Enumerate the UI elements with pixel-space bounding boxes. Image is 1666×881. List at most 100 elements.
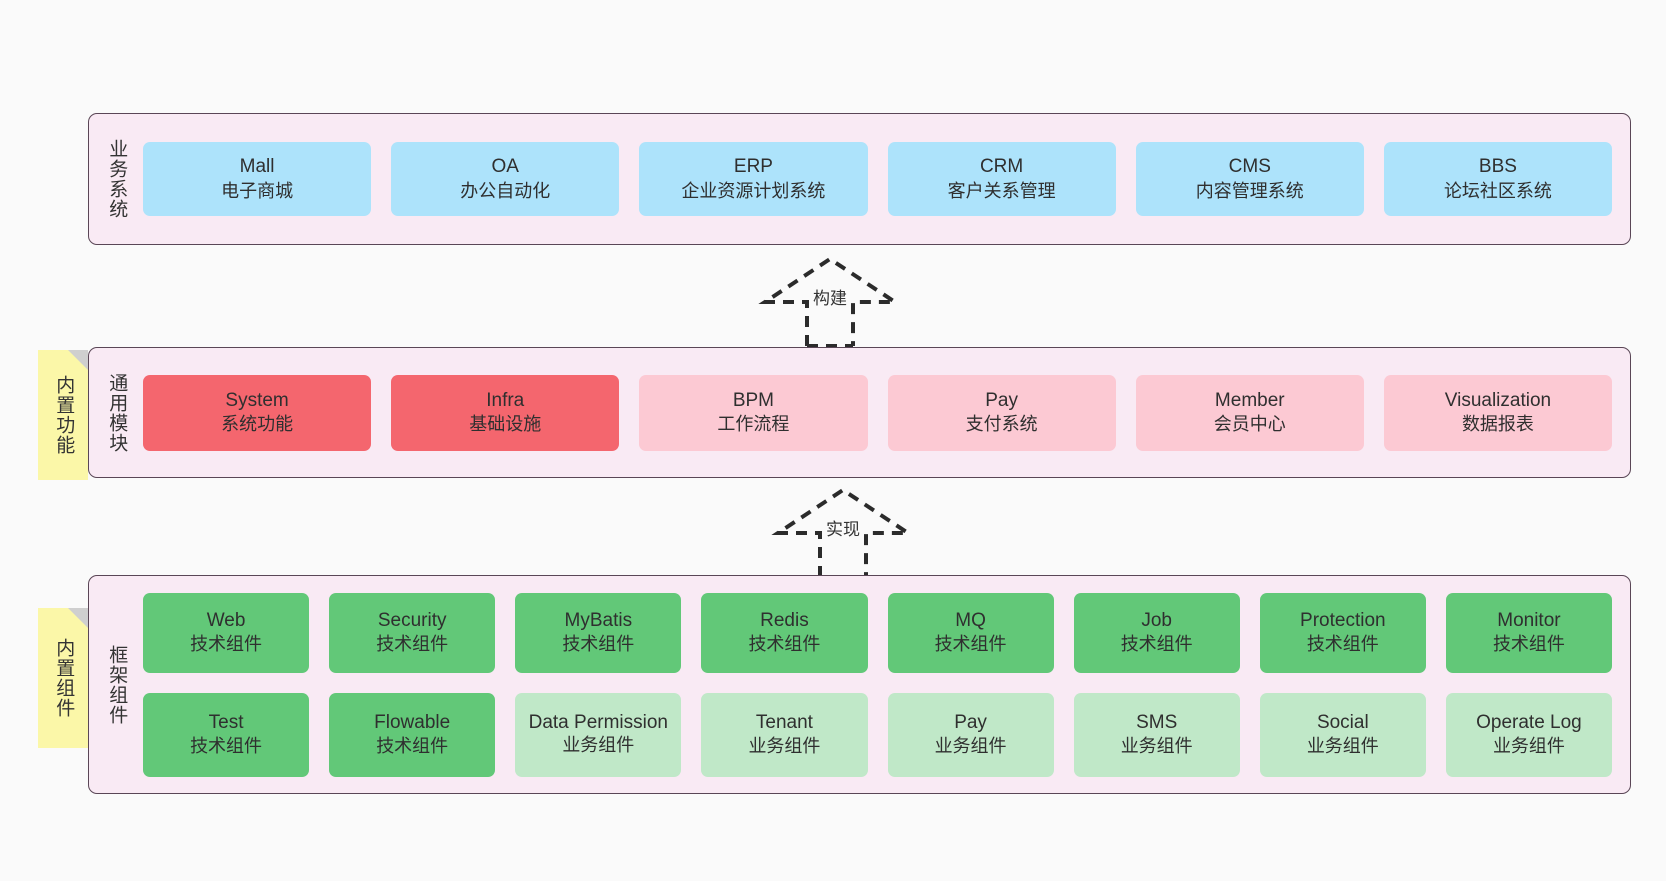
box-pay-component-name: Pay [954,711,987,733]
note-fold-corner-icon [68,350,88,370]
box-mq[interactable]: MQ 技术组件 [887,592,1054,673]
box-redis-desc: 技术组件 [748,634,821,655]
box-operate-log-desc: 业务组件 [1492,736,1565,757]
box-mybatis-desc: 技术组件 [562,634,635,655]
box-tenant-name: Tenant [755,711,813,733]
note-builtin-features-label: 内置功能 [53,375,75,455]
box-mall-desc: 电子商城 [221,180,294,201]
box-system[interactable]: System 系统功能 [143,374,372,451]
layer-business-systems-label: 业务系统 [106,139,128,219]
connector-implement: 实现 [768,487,918,579]
layer-framework-components-label: 框架组件 [106,644,128,725]
box-monitor[interactable]: Monitor 技术组件 [1445,592,1612,673]
box-oa[interactable]: OA 办公自动化 [391,142,620,216]
box-member-name: Member [1214,389,1285,411]
layer-business-systems-body: Mall 电子商城 OA 办公自动化 ERP 企业资源计划系统 CRM 客户关系… [143,114,1630,244]
box-flowable-desc: 技术组件 [376,736,449,757]
box-visualization-desc: 数据报表 [1461,414,1534,435]
box-web-desc: 技术组件 [190,634,263,655]
box-visualization[interactable]: Visualization 数据报表 [1383,374,1613,451]
box-pay-module[interactable]: Pay 支付系统 [887,374,1116,451]
box-sms-desc: 业务组件 [1120,736,1193,757]
box-security[interactable]: Security 技术组件 [329,592,496,673]
box-mq-name: MQ [955,609,986,631]
box-system-desc: 系统功能 [221,414,294,435]
box-tenant-desc: 业务组件 [748,736,821,757]
box-bbs-name: BBS [1478,156,1517,178]
box-bpm-name: BPM [732,389,775,411]
box-test-name: Test [208,711,244,733]
note-fold-corner-icon [68,608,88,628]
note-builtin-components-label: 内置组件 [53,638,75,718]
box-job-name: Job [1141,609,1172,631]
box-web[interactable]: Web 技术组件 [143,592,310,673]
layer-framework-components-row-business: Test 技术组件 Flowable 技术组件 Data Permission … [143,692,1612,777]
box-bpm[interactable]: BPM 工作流程 [639,374,868,451]
layer-common-modules[interactable]: 通用模块 System 系统功能 Infra 基础设施 BPM 工作流程 Pay… [88,347,1631,478]
box-social-desc: 业务组件 [1306,736,1379,757]
box-mq-desc: 技术组件 [934,634,1007,655]
box-sms[interactable]: SMS 业务组件 [1073,692,1240,777]
box-data-permission-desc: 业务组件 [562,735,635,756]
layer-framework-components-row-technical: Web 技术组件 Security 技术组件 MyBatis 技术组件 Redi… [143,592,1612,673]
box-data-permission-name: Data Permission [528,711,668,733]
box-mall[interactable]: Mall 电子商城 [143,142,372,216]
dashed-hollow-arrow-up-icon [758,256,902,348]
box-protection[interactable]: Protection 技术组件 [1259,592,1426,673]
box-erp-name: ERP [733,156,773,178]
box-job-desc: 技术组件 [1120,634,1193,655]
box-protection-desc: 技术组件 [1306,634,1379,655]
box-bbs[interactable]: BBS 论坛社区系统 [1383,142,1613,216]
box-mybatis[interactable]: MyBatis 技术组件 [515,592,682,673]
box-redis-name: Redis [760,609,809,631]
box-system-name: System [225,389,289,411]
box-test-desc: 技术组件 [190,736,263,757]
layer-common-modules-body: System 系统功能 Infra 基础设施 BPM 工作流程 Pay 支付系统… [143,348,1630,477]
box-infra[interactable]: Infra 基础设施 [391,374,620,451]
connector-build: 构建 [755,256,905,348]
box-member[interactable]: Member 会员中心 [1135,374,1364,451]
box-pay-module-desc: 支付系统 [965,414,1038,435]
box-social[interactable]: Social 业务组件 [1259,692,1426,777]
connector-implement-label: 实现 [826,520,860,539]
box-security-name: Security [377,609,447,631]
box-pay-module-name: Pay [985,389,1018,411]
box-crm-name: CRM [979,156,1024,178]
box-oa-desc: 办公自动化 [460,180,551,201]
layer-common-modules-row: System 系统功能 Infra 基础设施 BPM 工作流程 Pay 支付系统… [143,374,1613,451]
box-protection-name: Protection [1300,609,1386,631]
note-builtin-components[interactable]: 内置组件 [38,608,88,748]
box-bbs-desc: 论坛社区系统 [1443,180,1552,201]
box-operate-log-name: Operate Log [1476,711,1582,733]
connector-build-label: 构建 [813,289,847,308]
box-monitor-desc: 技术组件 [1492,634,1565,655]
box-erp-desc: 企业资源计划系统 [681,180,826,201]
box-cms-name: CMS [1228,156,1271,178]
box-data-permission[interactable]: Data Permission 业务组件 [515,692,682,777]
box-infra-desc: 基础设施 [469,414,542,435]
box-pay-component-desc: 业务组件 [934,736,1007,757]
box-tenant[interactable]: Tenant 业务组件 [701,692,868,777]
note-builtin-features[interactable]: 内置功能 [38,350,88,480]
box-test[interactable]: Test 技术组件 [143,692,310,777]
box-cms[interactable]: CMS 内容管理系统 [1135,142,1364,216]
box-flowable-name: Flowable [374,711,451,733]
box-redis[interactable]: Redis 技术组件 [701,592,868,673]
box-job[interactable]: Job 技术组件 [1073,592,1240,673]
box-monitor-name: Monitor [1497,609,1561,631]
box-flowable[interactable]: Flowable 技术组件 [329,692,496,777]
box-security-desc: 技术组件 [376,634,449,655]
box-social-name: Social [1316,711,1369,733]
layer-framework-components[interactable]: 框架组件 Web 技术组件 Security 技术组件 MyBatis 技术组件… [88,575,1631,794]
box-infra-name: Infra [486,389,525,411]
box-visualization-name: Visualization [1444,389,1552,411]
box-operate-log[interactable]: Operate Log 业务组件 [1445,692,1612,777]
box-pay-component[interactable]: Pay 业务组件 [887,692,1054,777]
box-bpm-desc: 工作流程 [717,414,790,435]
box-cms-desc: 内容管理系统 [1195,180,1304,201]
layer-common-modules-label: 通用模块 [106,372,128,453]
box-crm[interactable]: CRM 客户关系管理 [887,142,1116,216]
layer-business-systems[interactable]: 业务系统 Mall 电子商城 OA 办公自动化 ERP 企业资源计划系统 CRM… [88,113,1631,245]
box-erp[interactable]: ERP 企业资源计划系统 [639,142,868,216]
box-mall-name: Mall [239,156,275,178]
